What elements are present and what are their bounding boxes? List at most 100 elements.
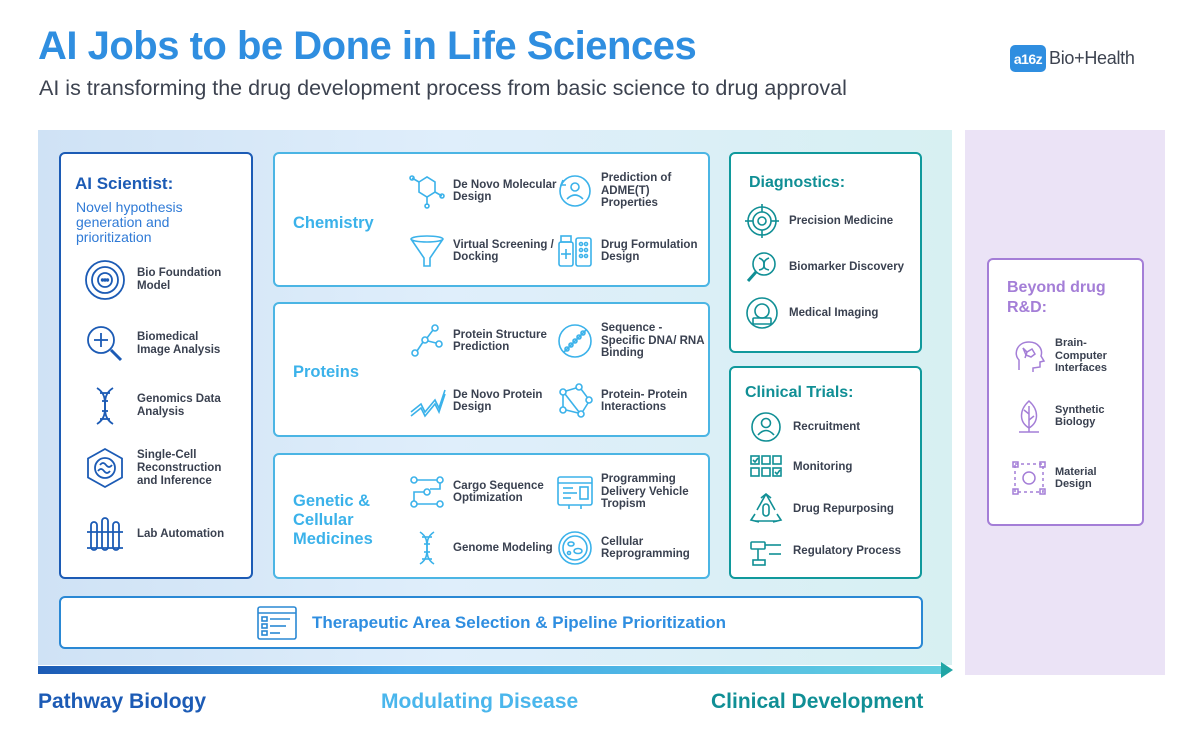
list-item: Genomics Data Analysis (81, 384, 232, 428)
proteins-card: Proteins Protein Structure Prediction Se… (273, 302, 710, 437)
list-item: Regulatory Process (749, 534, 901, 568)
genetic-card: Genetic & Cellular Medicines Cargo Seque… (273, 453, 710, 579)
funnel-icon (407, 232, 447, 270)
therapeutic-area-label: Therapeutic Area Selection & Pipeline Pr… (311, 612, 727, 632)
item-label: Monitoring (793, 461, 853, 473)
item-label: Bio Foundation Model (137, 267, 222, 292)
item-label: Protein Structure Prediction (453, 328, 547, 354)
list-item: Bio Foundation Model (81, 258, 232, 302)
therapeutic-area-bar: Therapeutic Area Selection & Pipeline Pr… (59, 596, 923, 649)
list-item: Drug Formulation Design (555, 232, 706, 270)
list-item: De Novo Protein Design (407, 382, 558, 420)
magnifier-plus-icon (81, 322, 129, 366)
page-title: AI Jobs to be Done in Life Sciences (38, 24, 697, 68)
gavel-icon (749, 534, 783, 568)
item-label: Virtual Screening / Docking (453, 238, 554, 264)
list-item: Monitoring (749, 450, 852, 484)
list-item: Recruitment (749, 410, 860, 444)
item-label: Drug Repurposing (793, 503, 894, 515)
person-cycle-icon (555, 172, 595, 210)
ai-scientist-title: AI Scientist: (75, 174, 174, 193)
magnifier-dna-icon (745, 250, 779, 284)
list-item: Material Design (1011, 460, 1125, 496)
dna-icon (81, 384, 129, 428)
item-label: Prediction of ADME(T) Properties (601, 172, 672, 210)
item-label: De Novo Protein Design (453, 388, 543, 414)
diagnostics-title: Diagnostics: (749, 174, 846, 191)
page-subtitle: AI is transforming the drug development … (39, 76, 847, 100)
list-item: Protein- Protein Interactions (555, 382, 706, 420)
list-item: Sequence -Specific DNA/ RNA Binding (555, 322, 706, 360)
logo-badge: a16z (1010, 45, 1046, 72)
dna-icon (407, 529, 447, 567)
item-label: De Novo Molecular Design (453, 178, 557, 204)
brand-logo: a16z Bio+Health (1010, 45, 1135, 72)
item-label: Protein- Protein Interactions (601, 388, 688, 414)
item-label: Programming Delivery Vehicle Tropism (601, 473, 689, 511)
proteins-title: Proteins (293, 363, 360, 381)
list-item: Programming Delivery Vehicle Tropism (555, 473, 706, 511)
beyond-rd-card: Beyond drug R&D: Brain- Computer Interfa… (987, 258, 1144, 526)
chemistry-title: Chemistry (293, 214, 374, 232)
list-item: Cellular Reprogramming (555, 529, 706, 567)
target-icon (745, 204, 779, 238)
test-tube-rack-icon (81, 512, 129, 556)
item-label: Sequence -Specific DNA/ RNA Binding (601, 322, 705, 360)
phase-modulating-disease: Modulating Disease (381, 690, 579, 713)
list-item: Brain- Computer Interfaces (1011, 337, 1125, 375)
genetic-title: Genetic & Cellular Medicines (293, 492, 373, 548)
list-item: Precision Medicine (745, 204, 893, 238)
grid-check-icon (749, 450, 783, 484)
progress-arrow (38, 666, 943, 674)
node-graph-icon (407, 322, 447, 360)
recycle-pill-icon (749, 492, 783, 526)
list-item: Biomedical Image Analysis (81, 322, 232, 366)
item-label: Recruitment (793, 421, 861, 433)
ai-scientist-card: AI Scientist: Novel hypothesis generatio… (59, 152, 253, 579)
diagnostics-card: Diagnostics: Precision Medicine Biomarke… (729, 152, 922, 353)
flow-nodes-icon (407, 473, 447, 511)
ribbon-icon (407, 382, 447, 420)
dotted-square-icon (1011, 460, 1047, 496)
item-label: Medical Imaging (789, 307, 879, 319)
list-item: Drug Repurposing (749, 492, 894, 526)
item-label: Lab Automation (137, 527, 225, 540)
list-item: De Novo Molecular Design (407, 172, 558, 210)
ai-scientist-description: Novel hypothesis generation and prioriti… (76, 199, 183, 245)
clinical-trials-card: Clinical Trials: Recruitment Monitoring … (729, 366, 922, 579)
arrow-head-icon (941, 662, 953, 678)
brain-head-icon (1011, 338, 1047, 374)
dna-circle-icon (555, 322, 595, 360)
list-item: Virtual Screening / Docking (407, 232, 558, 270)
item-label: Cellular Reprogramming (601, 535, 690, 561)
item-label: Biomedical Image Analysis (137, 331, 221, 356)
list-item: Protein Structure Prediction (407, 322, 558, 360)
mri-scanner-icon (745, 296, 779, 330)
item-label: Precision Medicine (789, 215, 894, 227)
item-label: Material Design (1055, 465, 1097, 491)
item-label: Single-Cell Reconstruction and Inference (137, 448, 222, 487)
chemistry-card: Chemistry De Novo Molecular Design Predi… (273, 152, 710, 287)
item-label: Cargo Sequence Optimization (453, 479, 544, 505)
item-label: Brain- Computer Interfaces (1055, 337, 1107, 374)
network-icon (555, 382, 595, 420)
item-label: Genome Modeling (453, 541, 553, 554)
item-label: Synthetic Biology (1055, 403, 1105, 429)
list-item: Cargo Sequence Optimization (407, 473, 558, 511)
molecule-hexagon-icon (407, 172, 447, 210)
list-item: Biomarker Discovery (745, 250, 904, 284)
item-label: Regulatory Process (793, 545, 902, 557)
list-item: Single-Cell Reconstruction and Inference (81, 446, 232, 490)
list-item: Medical Imaging (745, 296, 878, 330)
petri-dish-icon (555, 529, 595, 567)
cell-hexagon-icon (81, 446, 129, 490)
list-item: Lab Automation (81, 512, 232, 556)
list-item: Prediction of ADME(T) Properties (555, 172, 706, 210)
target-circle-icon (81, 258, 129, 302)
clinical-trials-title: Clinical Trials: (745, 384, 854, 401)
person-circle-icon (749, 410, 783, 444)
leaf-icon (1011, 398, 1047, 434)
pill-bottle-icon (555, 232, 595, 270)
item-label: Genomics Data Analysis (137, 393, 221, 418)
logo-text: Bio+Health (1049, 48, 1135, 68)
